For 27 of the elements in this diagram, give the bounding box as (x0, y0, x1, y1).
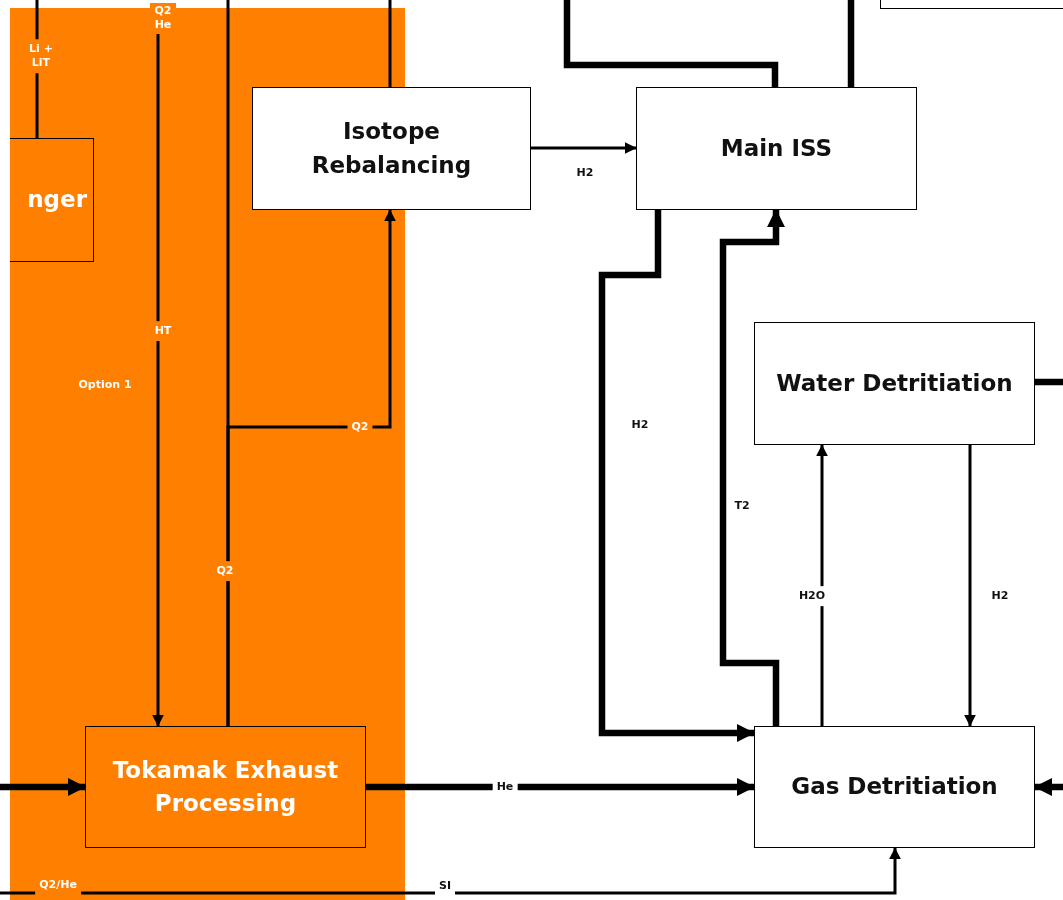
arrow (964, 445, 976, 727)
process-box (85, 726, 366, 848)
box-label: Isotope Rebalancing (310, 117, 473, 180)
connector-line (388, 0, 392, 87)
process-box (252, 87, 531, 210)
process-box (636, 87, 917, 210)
box-label: Gas Detritiation (790, 772, 999, 802)
box-label: Water Detritiation (775, 368, 1014, 398)
arrow (366, 778, 755, 796)
arrow (226, 209, 396, 726)
process-box (754, 726, 1035, 848)
process-box (754, 322, 1035, 445)
connector-line (847, 0, 855, 87)
arrow (1034, 778, 1063, 796)
arrow (531, 142, 637, 154)
arrow (719, 209, 785, 726)
box-label: Main ISS (719, 133, 834, 163)
arrow (816, 444, 828, 726)
process-box (10, 138, 94, 262)
box-label: Tokamak Exhaust Processing (111, 755, 340, 818)
connector-line (1035, 378, 1063, 386)
arrow (598, 210, 755, 742)
connector-line (563, 0, 779, 87)
box-label: nger (27, 185, 88, 215)
arrow (0, 778, 86, 796)
arrow (0, 847, 901, 895)
arrow (152, 34, 164, 727)
